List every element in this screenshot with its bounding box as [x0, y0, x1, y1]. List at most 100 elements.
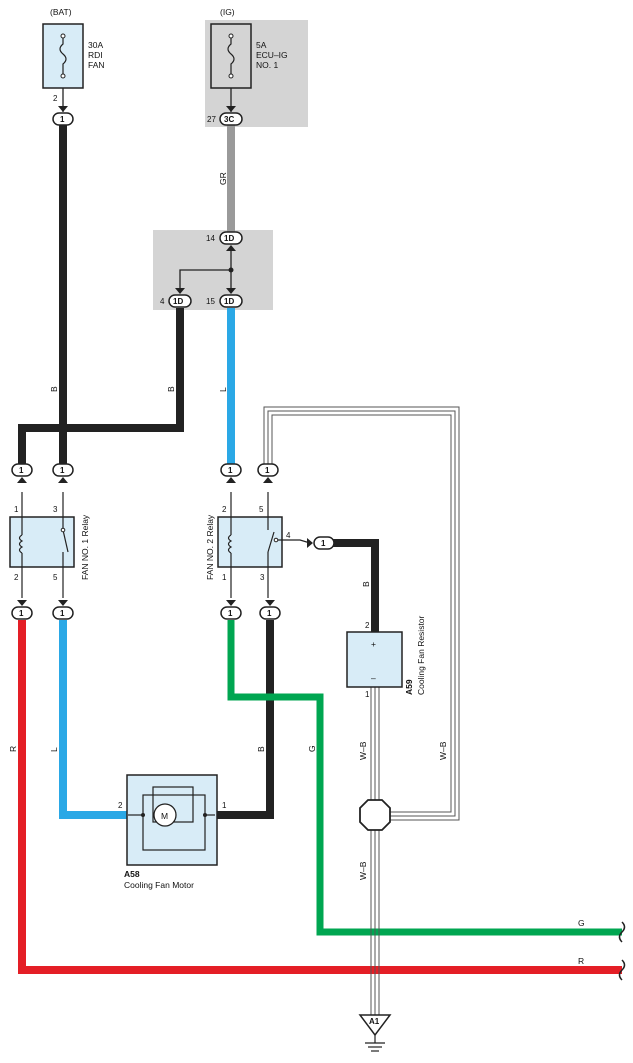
arrow-r1-tl: [17, 477, 27, 483]
relay1-pin-bl: 2: [14, 573, 19, 582]
relay2-conn-side: 1: [321, 539, 326, 548]
wire-g: [227, 620, 622, 936]
arrow-bat: [58, 106, 68, 112]
fuse-ig-rating: 5A: [256, 40, 267, 50]
motor-pin-right: 1: [222, 801, 227, 810]
splice-octagon: [359, 799, 391, 831]
resistor-pin-bottom: 1: [365, 690, 370, 699]
resistor-minus: –: [371, 673, 376, 683]
conn-r2-br: [259, 606, 281, 620]
fuse-ig-pin: 27: [207, 115, 216, 124]
wire-wb-loop-outer: [263, 406, 460, 821]
relay1-box: [9, 516, 75, 568]
relay1-conn-tr: 1: [60, 466, 65, 475]
connector-arrows: [17, 106, 313, 606]
fuse-ig-conn: 3C: [224, 115, 234, 124]
resistor-pin-top: 2: [365, 621, 370, 630]
relay2-conn-br: 1: [267, 609, 272, 618]
jn-conn-top: 1D: [224, 234, 234, 243]
wire-b-junction: [18, 308, 184, 470]
relay1-coil: [18, 534, 24, 554]
relay2-coil: [227, 534, 233, 554]
arrow-jn-left: [175, 288, 185, 294]
jn-conn-right: 1D: [224, 297, 234, 306]
relay2-sw-dot: [273, 537, 279, 543]
jn-pin-top: 14: [206, 234, 215, 243]
conn-jn-left: [168, 294, 192, 308]
relay1-switch: [62, 529, 69, 553]
resistor-id: A59: [404, 679, 414, 695]
arrow-r2-tl: [226, 477, 236, 483]
fuse-bat-dot-bot: [60, 73, 66, 79]
conn-ig: [219, 112, 243, 126]
resistor-name: Cooling Fan Resistor: [416, 615, 426, 695]
wire-label-g2: G: [578, 918, 585, 928]
relay2-pin-tr: 5: [259, 505, 264, 514]
wire-label-b4: B: [256, 746, 266, 752]
fuse-bat-name2: FAN: [88, 60, 105, 70]
wire-r: [18, 620, 622, 974]
arrow-r2-br: [265, 600, 275, 606]
arrow-r2-tr: [263, 477, 273, 483]
wire-label-wb2: W–B: [438, 741, 448, 760]
relay2-conn-tr: 1: [265, 466, 270, 475]
wire-label-l2: L: [49, 747, 59, 752]
relay1-sw-dot: [60, 527, 66, 533]
arrow-jn-top: [226, 245, 236, 251]
relay2-box: [217, 516, 283, 568]
motor-symbol-label: M: [161, 811, 168, 821]
relay1-conn-tl: 1: [19, 466, 24, 475]
arrow-r1-bl: [17, 600, 27, 606]
jn-pin-right: 15: [206, 297, 215, 306]
conn-bat: [52, 112, 74, 126]
resistor-plus: +: [371, 639, 376, 649]
wire-label-b2: B: [166, 386, 176, 392]
fuse-ig-name2: NO. 1: [256, 60, 278, 70]
wire-label-r2: R: [578, 956, 584, 966]
fuse-bat-symbol: [59, 36, 67, 76]
motor-dot-left: [141, 813, 145, 817]
relay2-sw-side: [276, 539, 311, 544]
conn-r2-tr: [257, 463, 279, 477]
wire-label-gr: GR: [218, 172, 228, 185]
wire-label-r: R: [8, 746, 18, 752]
fuse-ig-dot-bot: [228, 73, 234, 79]
conn-r2-tl: [220, 463, 242, 477]
fuse-bat-name1: RDI: [88, 50, 103, 60]
relay2-pin-br: 3: [260, 573, 265, 582]
ground-triangle: [358, 1014, 392, 1037]
relay2-label: FAN NO. 2 Relay: [205, 514, 215, 580]
conn-jn-top: [219, 231, 243, 245]
motor-symbol: [153, 803, 177, 827]
wire-label-wb3: W–B: [358, 861, 368, 880]
wire-wb-loop-mid: [267, 410, 456, 817]
wire-label-b3: B: [361, 581, 371, 587]
terminator-r: [618, 959, 626, 981]
conn-jn-right: [219, 294, 243, 308]
fuse-ig-symbol: [227, 36, 235, 76]
wire-label-b1: B: [49, 386, 59, 392]
fuse-ig-dot-top: [228, 33, 234, 39]
fuse-bat-dot-top: [60, 33, 66, 39]
fuse-bat-pin: 2: [53, 94, 58, 103]
relay2-switch: [267, 531, 275, 553]
relay1-pin-br: 5: [53, 573, 58, 582]
arrow-jn-right: [226, 288, 236, 294]
resistor-box: [346, 631, 403, 688]
relay1-pin-tr: 3: [53, 505, 58, 514]
motor-winding-outer: [142, 794, 206, 851]
motor-dot-right: [203, 813, 207, 817]
conn-r2-bl: [220, 606, 242, 620]
arrow-ig: [226, 106, 236, 112]
arrow-r1-br: [58, 600, 68, 606]
relay2-pin-side: 4: [286, 531, 291, 540]
wire-label-l1: L: [218, 387, 228, 392]
jn-pin-left: 4: [160, 297, 165, 306]
arrow-r1-tr: [58, 477, 68, 483]
relay2-conn-bl: 1: [228, 609, 233, 618]
relay2-pin-bl: 1: [222, 573, 227, 582]
fuse-bat-rating: 30A: [88, 40, 103, 50]
junction-dot: [228, 267, 234, 273]
relay1-conn-br: 1: [60, 609, 65, 618]
